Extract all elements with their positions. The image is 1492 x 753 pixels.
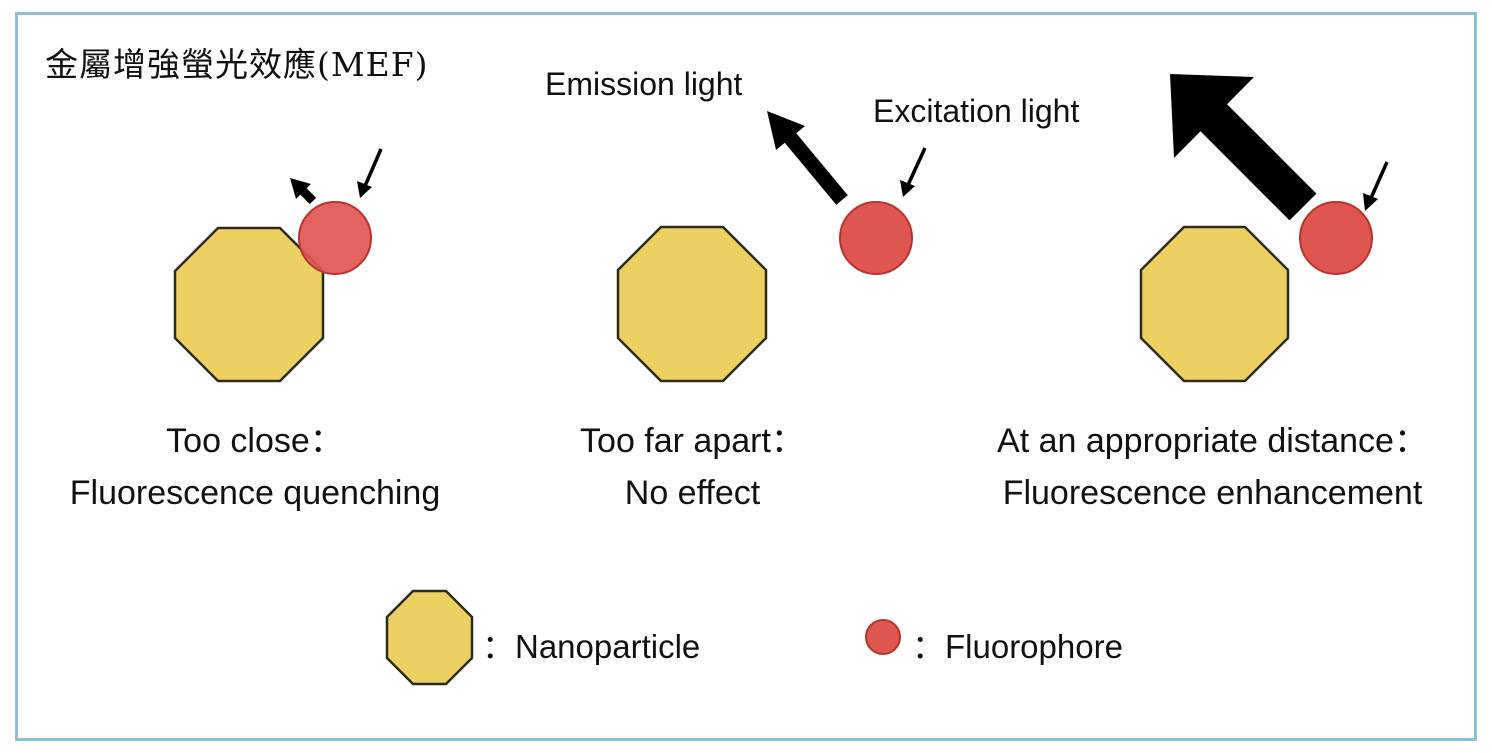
caption-too-close-line1: Too close： (166, 422, 344, 460)
nanoparticle-1 (173, 226, 325, 383)
caption-too-far: Too far apart： No effect (540, 415, 845, 519)
emission-arrow-2 (767, 111, 848, 205)
nanoparticle-3 (1139, 225, 1290, 383)
excitation-light-label: Excitation light (873, 93, 1080, 129)
fluorophore-2 (839, 201, 913, 275)
legend-nanoparticle-icon (385, 589, 474, 686)
emission-arrow-3 (1170, 74, 1317, 221)
emission-arrow-1 (290, 178, 317, 205)
caption-appropriate: At an appropriate distance： Fluorescence… (985, 415, 1440, 519)
caption-too-far-line2: No effect (624, 474, 761, 512)
caption-too-close-line2: Fluorescence quenching (69, 474, 441, 512)
excitation-arrow-2 (900, 147, 927, 197)
legend-fluorophore-icon (865, 619, 901, 655)
excitation-arrow-1 (357, 148, 383, 198)
caption-appropriate-line2: Fluorescence enhancement (1002, 474, 1423, 512)
legend-fluorophore-label: ：Fluorophore (912, 628, 1123, 665)
legend-nanoparticle-label: ：Nanoparticle (482, 628, 701, 665)
nanoparticle-2 (616, 225, 768, 383)
caption-too-far-line1: Too far apart： (580, 422, 805, 460)
emission-light-label: Emission light (545, 66, 743, 102)
excitation-arrow-3 (1363, 161, 1389, 211)
diagram-title: 金屬增強螢光效應(MEF) (45, 45, 429, 84)
fluorophore-3 (1299, 201, 1373, 275)
caption-too-close: Too close： Fluorescence quenching (55, 415, 455, 519)
fluorophore-1 (298, 201, 372, 275)
caption-appropriate-line1: At an appropriate distance： (997, 422, 1428, 460)
